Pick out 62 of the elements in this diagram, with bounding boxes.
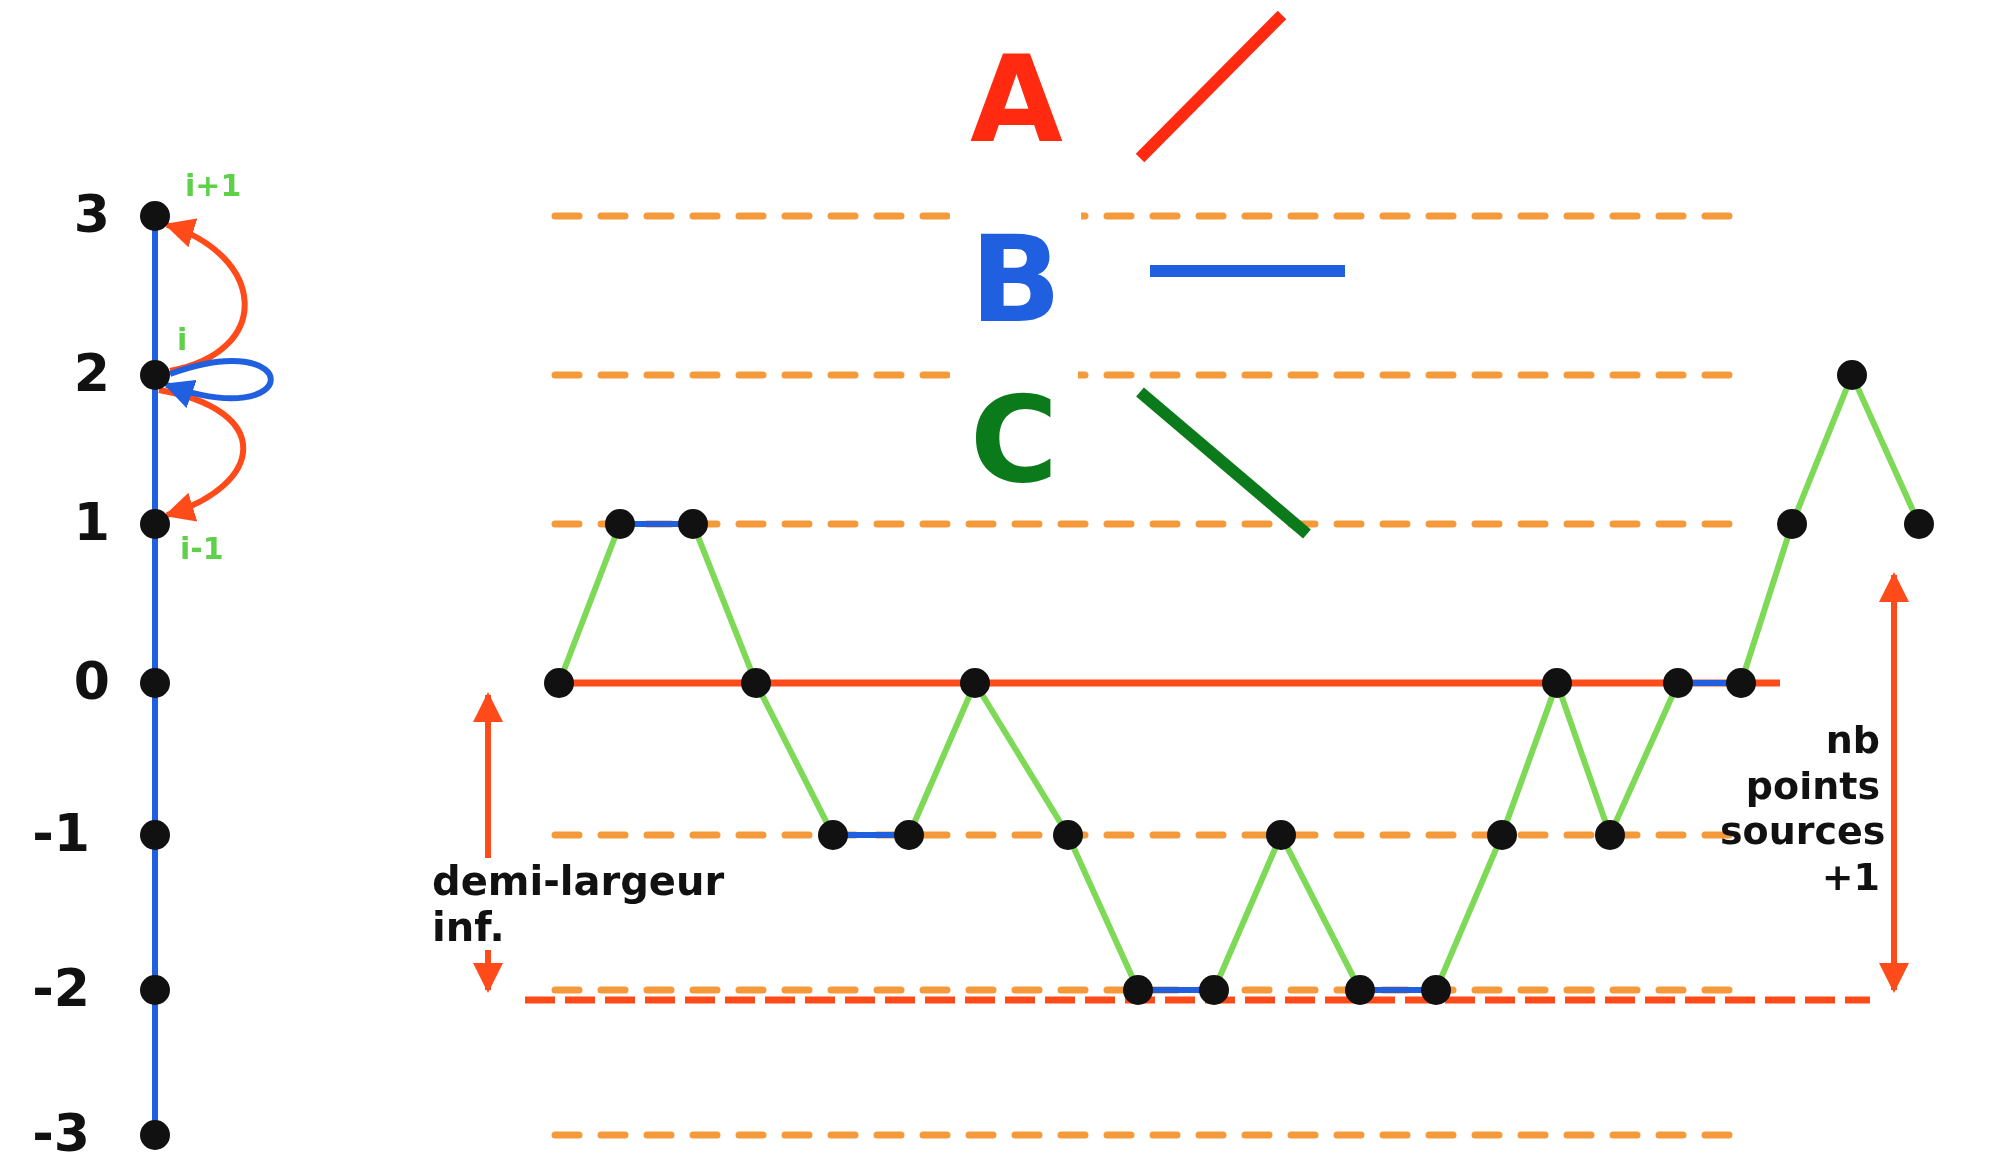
line-segment [152, 1002, 158, 1123]
line-segment [1742, 535, 1791, 672]
point-dot [140, 668, 170, 698]
point-dot [544, 668, 574, 698]
point-dot [1487, 820, 1517, 850]
point-dot [1266, 820, 1296, 850]
line-segment [152, 536, 158, 671]
point-dot [605, 509, 635, 539]
line-segment [1855, 385, 1916, 514]
line-segment [1071, 845, 1135, 980]
point-dot [1199, 975, 1229, 1005]
point-dot [960, 668, 990, 698]
level-number: -1 [31, 807, 90, 859]
index-label: i [177, 325, 188, 355]
point-dot [678, 509, 708, 539]
level-number: -2 [31, 962, 90, 1014]
point-dot [1777, 509, 1807, 539]
point-dot [140, 509, 170, 539]
line-segment [1558, 694, 1609, 824]
line-segment [152, 387, 158, 512]
level-number: 1 [72, 496, 110, 548]
point-dot [140, 201, 170, 231]
line-segment [695, 534, 754, 673]
index-label: i-1 [180, 534, 224, 564]
point-dot [894, 820, 924, 850]
point-dot [1421, 975, 1451, 1005]
point-dot [1123, 975, 1153, 1005]
point-dot [1663, 668, 1693, 698]
line-segment [1438, 845, 1500, 980]
point-dot [140, 360, 170, 390]
point-dot [1726, 668, 1756, 698]
point-dot [140, 1120, 170, 1150]
level-number: 3 [72, 188, 110, 240]
point-dot [741, 668, 771, 698]
line-segment [911, 693, 973, 825]
level-number: 0 [72, 655, 110, 707]
line-segment [1794, 385, 1850, 514]
level-number: 2 [72, 347, 110, 399]
curved-arrow [164, 220, 248, 374]
line-segment [1613, 693, 1675, 825]
level-number: -3 [31, 1107, 90, 1159]
self-loop-arrow [163, 358, 274, 407]
index-label: i+1 [185, 171, 242, 201]
line-segment [759, 693, 830, 825]
line-segment [1284, 845, 1357, 980]
line-segment [979, 692, 1064, 826]
curved-arrow [158, 387, 247, 520]
point-dot [1345, 975, 1375, 1005]
line-segment [561, 535, 618, 672]
point-dot [140, 820, 170, 850]
point-dot [1053, 820, 1083, 850]
line-segment [152, 695, 158, 823]
line-segment [152, 847, 158, 978]
line-segment [152, 228, 158, 363]
point-dot [1542, 668, 1572, 698]
point-dot [140, 975, 170, 1005]
line-segment [1216, 845, 1279, 980]
line-segment [1504, 694, 1555, 824]
point-dot [1837, 360, 1867, 390]
point-dot [818, 820, 848, 850]
point-dot [1595, 820, 1625, 850]
point-dot [1904, 509, 1934, 539]
